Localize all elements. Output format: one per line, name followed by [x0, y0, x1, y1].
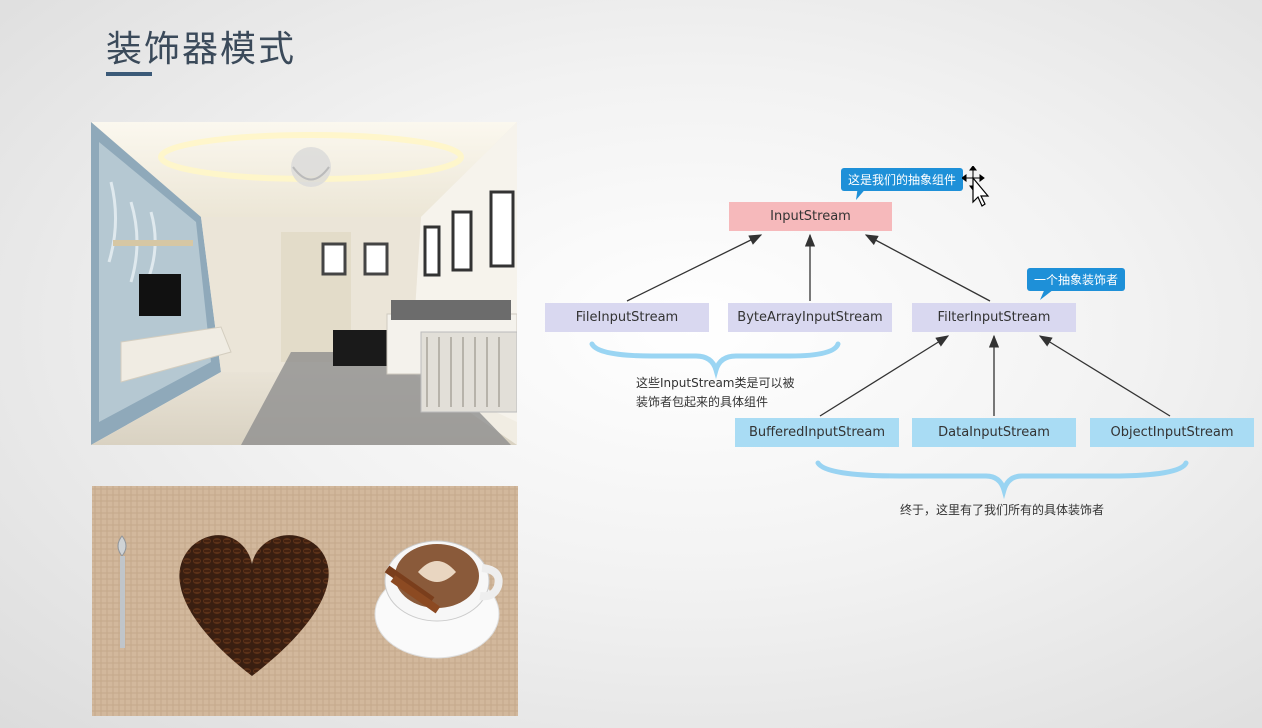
brace-concrete-decorators — [815, 460, 1189, 500]
arrow-filter-to-inputstream — [864, 234, 991, 302]
coffee-heart-photo — [92, 486, 518, 716]
note-concrete-components: 这些InputStream类是可以被装饰者包起来的具体组件 — [636, 376, 795, 409]
mouse-cursor-icon — [961, 165, 992, 214]
node-fileinputstream: FileInputStream — [545, 303, 709, 332]
slide-title: 装饰器模式 — [106, 29, 297, 70]
arrow-object-to-filter — [1038, 335, 1171, 417]
callout-abstract-decorator: 一个抽象装饰者 — [1027, 268, 1126, 291]
living-room-photo — [91, 122, 517, 445]
brace-concrete-components — [589, 341, 841, 380]
node-datainputstream: DataInputStream — [912, 418, 1076, 447]
node-bufferedinputstream: BufferedInputStream — [735, 418, 899, 447]
note-concrete-decorators: 终于，这里有了我们所有的具体装饰者 — [900, 503, 1105, 517]
node-inputstream: InputStream — [729, 202, 892, 231]
arrow-file-to-inputstream — [626, 234, 763, 302]
node-filterinputstream: FilterInputStream — [912, 303, 1076, 332]
callout-abstract-component: 这是我们的抽象组件 — [841, 168, 964, 191]
node-objectinputstream: ObjectInputStream — [1090, 418, 1254, 447]
node-bytearrayinputstream: ByteArrayInputStream — [728, 303, 892, 332]
arrow-buffered-to-filter — [819, 335, 950, 417]
title-underline — [106, 72, 152, 76]
